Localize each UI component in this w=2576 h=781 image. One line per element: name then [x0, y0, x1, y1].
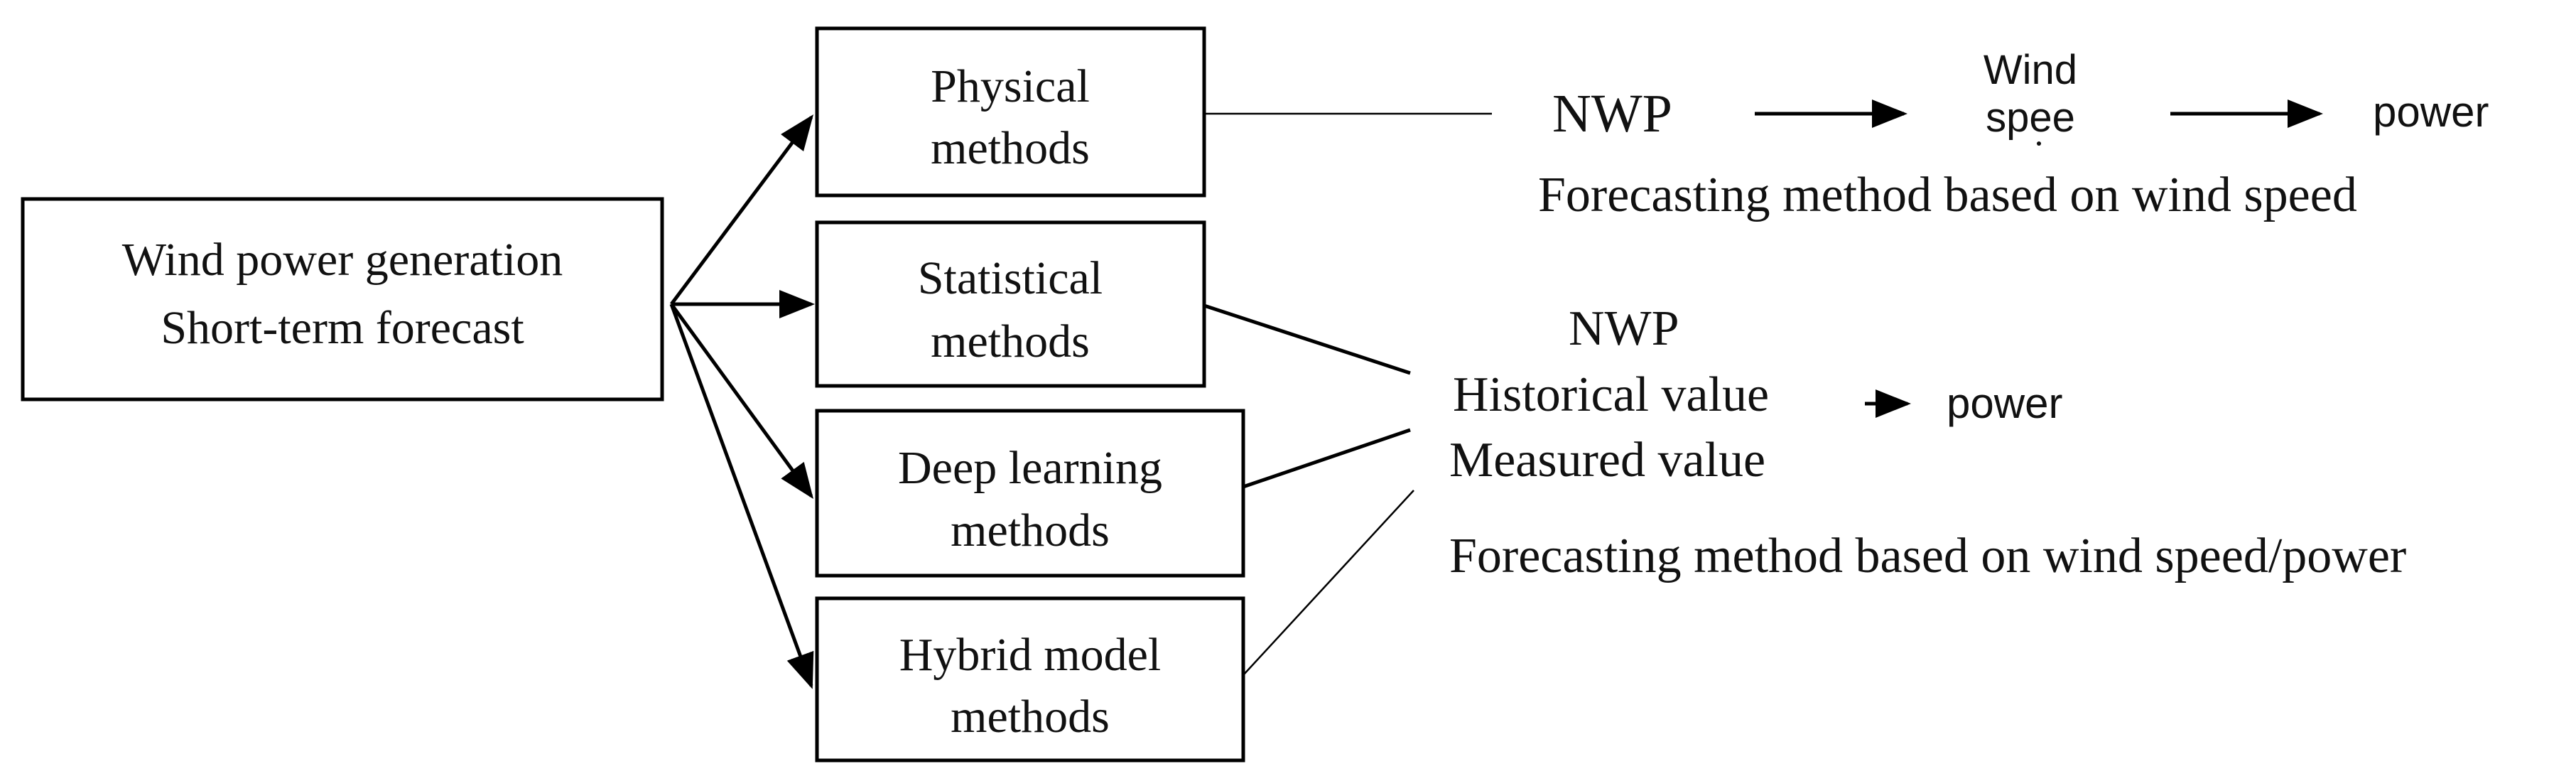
method-statistical-line2: methods — [931, 316, 1090, 367]
top-wind-label-line2: spee — [1986, 95, 2075, 141]
wind-label-dot — [2037, 141, 2041, 146]
top-caption: Forecasting method based on wind speed — [1538, 168, 2357, 222]
bottom-caption: Forecasting method based on wind speed/p… — [1449, 529, 2406, 583]
root-node: Wind power generation Short-term forecas… — [21, 197, 664, 402]
bottom-flow: NWP Historical value Measured value powe… — [1203, 301, 2406, 676]
top-flow: NWP Wind spee power Forecasting method b… — [1204, 47, 2489, 222]
method-hybrid: Hybrid model methods — [815, 596, 1245, 763]
bottom-nwp-label: NWP — [1569, 301, 1679, 356]
top-wind-label-line1: Wind — [1984, 47, 2077, 93]
method-statistical: Statistical methods — [815, 220, 1206, 388]
bottom-power-label: power — [1947, 379, 2062, 427]
root-arrows — [669, 114, 815, 689]
method-physical-line1: Physical — [931, 60, 1090, 112]
bottom-measured-label: Measured value — [1449, 433, 1765, 488]
method-physical-line2: methods — [931, 122, 1090, 174]
arrow-to-deep-learning — [669, 303, 813, 500]
arrow-to-hybrid — [669, 303, 814, 689]
arrow-to-physical — [669, 114, 813, 306]
bottom-historical-label: Historical value — [1453, 367, 1769, 422]
method-deep-learning-line2: methods — [951, 505, 1110, 556]
top-nwp-label: NWP — [1552, 84, 1672, 144]
method-physical: Physical methods — [815, 26, 1206, 198]
method-deep-learning-line1: Deep learning — [898, 442, 1162, 494]
method-hybrid-line2: methods — [951, 691, 1110, 743]
statistical-connector-line — [1203, 303, 1411, 375]
root-title-line1: Wind power generation — [122, 234, 563, 286]
method-statistical-line1: Statistical — [918, 252, 1103, 304]
method-hybrid-line1: Hybrid model — [899, 629, 1161, 681]
method-deep-learning: Deep learning methods — [815, 409, 1245, 578]
hybrid-connector-line — [1243, 490, 1414, 676]
top-power-label: power — [2373, 88, 2489, 136]
deep-learning-connector-line — [1243, 428, 1411, 489]
root-title-line2: Short-term forecast — [161, 302, 524, 354]
